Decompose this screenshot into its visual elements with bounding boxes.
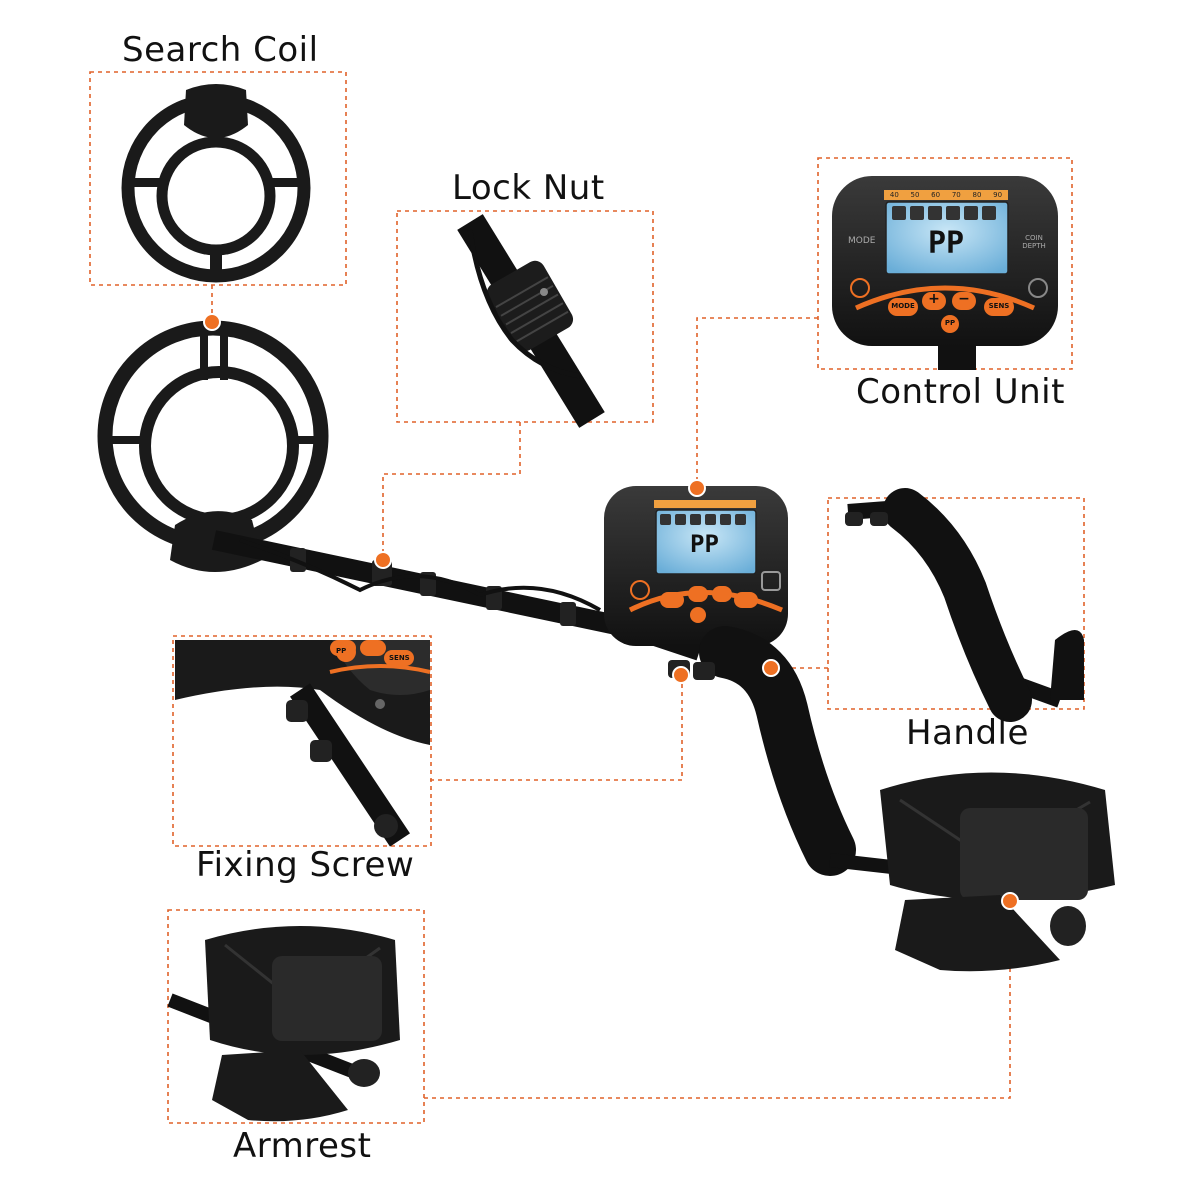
scale-70: 70 bbox=[951, 191, 961, 199]
connector-control-unit bbox=[696, 317, 818, 486]
inset-plus-button: + bbox=[928, 291, 940, 307]
search-coil-inset-image bbox=[121, 84, 311, 283]
inset-mode-text: MODE bbox=[848, 236, 876, 246]
armrest-label: Armrest bbox=[233, 1126, 372, 1166]
inset-pp-button: PP bbox=[944, 319, 956, 327]
handle-marker bbox=[762, 659, 780, 677]
lock-nut-box bbox=[396, 210, 654, 423]
connector-lock-nut bbox=[382, 422, 521, 560]
fixing-screw-label: Fixing Screw bbox=[196, 845, 415, 885]
main-lcd-readout: PP bbox=[690, 530, 719, 558]
armrest-inset-image bbox=[167, 926, 400, 1122]
control-unit-inset-image bbox=[832, 176, 1058, 370]
fixing-screw-box bbox=[172, 635, 432, 847]
fixing-inset-sens-button: SENS bbox=[389, 654, 410, 662]
inset-depth-text: COIN DEPTH bbox=[1022, 234, 1046, 250]
control-unit-label: Control Unit bbox=[856, 372, 1065, 412]
scale-60: 60 bbox=[931, 191, 941, 199]
fixing-screw-marker bbox=[672, 666, 690, 684]
inset-mode-button: MODE bbox=[891, 302, 915, 310]
search-coil-marker bbox=[203, 313, 221, 331]
connector-fixing-screw bbox=[430, 676, 683, 781]
armrest-box bbox=[167, 909, 425, 1124]
handle-label: Handle bbox=[906, 713, 1029, 753]
fixing-inset-pp-button: PP bbox=[336, 647, 347, 655]
connector-lines bbox=[211, 285, 1011, 1099]
scale-50: 50 bbox=[910, 191, 920, 199]
inset-sens-button: SENS bbox=[988, 302, 1010, 310]
control-unit-marker bbox=[688, 479, 706, 497]
inset-lcd-readout: PP bbox=[928, 226, 965, 261]
scale-80: 80 bbox=[972, 191, 982, 199]
lock-nut-inset-image bbox=[457, 214, 605, 428]
scale-90: 90 bbox=[993, 191, 1003, 199]
connector-armrest bbox=[424, 900, 1011, 1099]
search-coil-box bbox=[89, 71, 347, 286]
handle-inset-image bbox=[845, 488, 1084, 722]
handle-box bbox=[827, 497, 1085, 710]
fixing-screw-inset-image bbox=[175, 640, 431, 847]
lock-nut-marker bbox=[374, 551, 392, 569]
inset-minus-button: − bbox=[958, 291, 970, 307]
lock-nut-label: Lock Nut bbox=[452, 168, 605, 208]
search-coil-label: Search Coil bbox=[122, 30, 319, 70]
inset-scale: 40 50 60 70 80 90 bbox=[884, 190, 1008, 200]
scale-40: 40 bbox=[889, 191, 899, 199]
armrest-marker bbox=[1001, 892, 1019, 910]
